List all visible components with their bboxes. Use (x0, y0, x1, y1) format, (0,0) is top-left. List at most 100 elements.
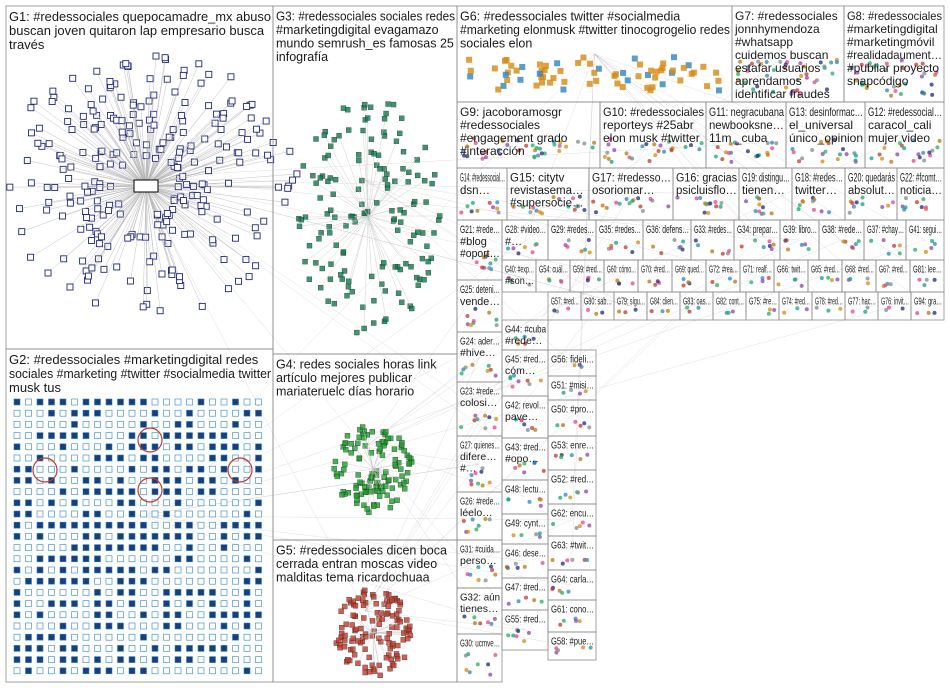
group-title: G65: #red… (811, 264, 840, 276)
group-panel-g8: G8: #redessociales#marketingdigital#mark… (843, 5, 945, 103)
group-keyword: #engagement grado (460, 131, 568, 145)
group-title: G61: cono… (551, 604, 594, 616)
group-nodes (749, 276, 771, 285)
group-keyword: #son… (505, 275, 534, 287)
group-title: G58: #pue… (551, 636, 594, 648)
group-keyword: difere… (460, 451, 497, 463)
group-panel-g25: G25: deteni…vende… (456, 279, 503, 333)
group-title: G94: gra… (914, 296, 942, 308)
group-nodes (553, 452, 590, 462)
group-nodes (819, 275, 840, 283)
group-nodes (693, 238, 732, 256)
group-keyword: tienen… (742, 185, 785, 197)
group-nodes (617, 307, 638, 315)
group-title: G6: #redessociales twitter #socialmedia (460, 10, 680, 24)
group-panel-g7: G7: #redessocialesjonnhymendoza#whatsapp… (731, 5, 845, 103)
group-title: G51: #misi… (551, 380, 594, 392)
group-title: G41: segui… (909, 224, 942, 236)
group-nodes (558, 616, 582, 627)
group-keyword: 11m _cuba (709, 131, 768, 145)
group-panel-g47: G47: #red… (501, 577, 549, 611)
group-keyword: psicluisflo… (676, 185, 737, 197)
group-nodes (546, 277, 564, 284)
group-title: G67: #red… (879, 264, 908, 276)
group-nodes (713, 140, 779, 164)
group-nodes (869, 138, 942, 164)
group-title: G74: #red… (782, 296, 810, 308)
group-nodes (506, 242, 539, 256)
group-nodes (551, 520, 592, 531)
group-panel-g41: G41: segui… (905, 219, 945, 261)
group-panel-g42: G42: revol…pave… (501, 395, 549, 439)
group-keyword: vende… (460, 296, 500, 308)
group-panel-g75: G75: #re… (745, 291, 780, 321)
group-title: G49: cynt… (505, 518, 546, 530)
group-keyword: sociales elon (460, 37, 532, 51)
group-nodes (555, 419, 592, 430)
group-nodes (606, 240, 641, 255)
group-title: G11: negracubana (709, 105, 784, 119)
group-nodes (6, 52, 301, 315)
group-keyword: mujer video (868, 131, 930, 145)
group-nodes (782, 306, 809, 315)
group-title: G28: #video… (505, 224, 546, 236)
group-keyword: tienes… (460, 603, 499, 615)
group-title: G5: #redessociales dicen boca (276, 544, 447, 558)
group-panel-g74: G74: #red… (778, 291, 813, 321)
group-nodes (469, 466, 492, 488)
group-title: G64: carla… (551, 574, 594, 586)
group-panel-g40: G40: #exp…#son… (501, 259, 537, 293)
group-title: G2: #redessociales #marketingdigital red… (9, 352, 259, 367)
group-title: G21: #rede… (460, 224, 500, 236)
group-keyword: jonnhymendoza (734, 22, 820, 36)
panels-layer: G1: #redessociales quepocamadre_mx abuso… (5, 5, 945, 683)
group-nodes (913, 239, 937, 254)
group-title: G42: revol… (505, 400, 546, 412)
group-title: G10: #redessociales (603, 105, 704, 119)
group-panel-g15: G15: citytvrevistasema…#supersocie… (506, 167, 590, 221)
group-nodes (504, 561, 545, 571)
group-title: G16: gracias (676, 173, 737, 185)
group-panel-g24: G24: ader…#hive… (456, 331, 503, 383)
group-nodes (814, 305, 843, 313)
group-keyword: malditas tema ricardochuaa (276, 571, 430, 585)
group-keyword: cuidemos buscan (735, 48, 828, 62)
group-panel-g56: G56: fideli… (547, 349, 597, 377)
group-keyword: #whatsapp (735, 35, 793, 49)
group-title: G19: distingu… (742, 173, 790, 185)
group-panel-g22: G22: #fcomt…noticia… (896, 167, 945, 221)
group-keyword: #redessociales (460, 118, 540, 132)
group-title: G7: #redessociales (735, 9, 838, 23)
group-panel-g77: G77: hac… (844, 291, 879, 321)
group-keyword: twitter… (795, 185, 837, 197)
group-nodes (465, 564, 498, 583)
group-title: G56: fideli… (551, 354, 594, 366)
group-keyword: #interacción (460, 144, 525, 158)
group-title: G20: quedarás (848, 173, 895, 185)
group-panel-g94: G94: gra… (910, 291, 945, 321)
group-keyword: absolut… (848, 185, 895, 197)
group-keyword: #marketingmóvil (847, 35, 934, 49)
group-panel-g69: G69: qued… (671, 259, 707, 293)
group-title: G83: oas… (683, 296, 711, 308)
group-title: G79: sígu… (617, 296, 645, 308)
group-keyword: musk tus (9, 380, 62, 395)
group-title: G62: encu… (551, 508, 594, 520)
group-title: G78: #red… (815, 296, 843, 308)
group-panel-g13: G13: desinformac…el_universalúnico_opini… (785, 101, 866, 169)
group-border (501, 609, 549, 651)
group-title: G18: #redes… (795, 173, 843, 185)
group-panel-g82: G82: cont… (712, 291, 747, 321)
group-keyword: snapcódigo (847, 74, 909, 88)
group-title: G34: prepar… (737, 224, 778, 236)
group-nodes (681, 276, 692, 288)
group-panel-g51: G51: #misi… (547, 375, 597, 401)
group-title: G72: #rea… (709, 264, 738, 276)
group-nodes (333, 587, 413, 679)
group-keyword: estafar usuarios (735, 61, 820, 75)
group-nodes (558, 489, 589, 500)
group-nodes (849, 58, 939, 98)
